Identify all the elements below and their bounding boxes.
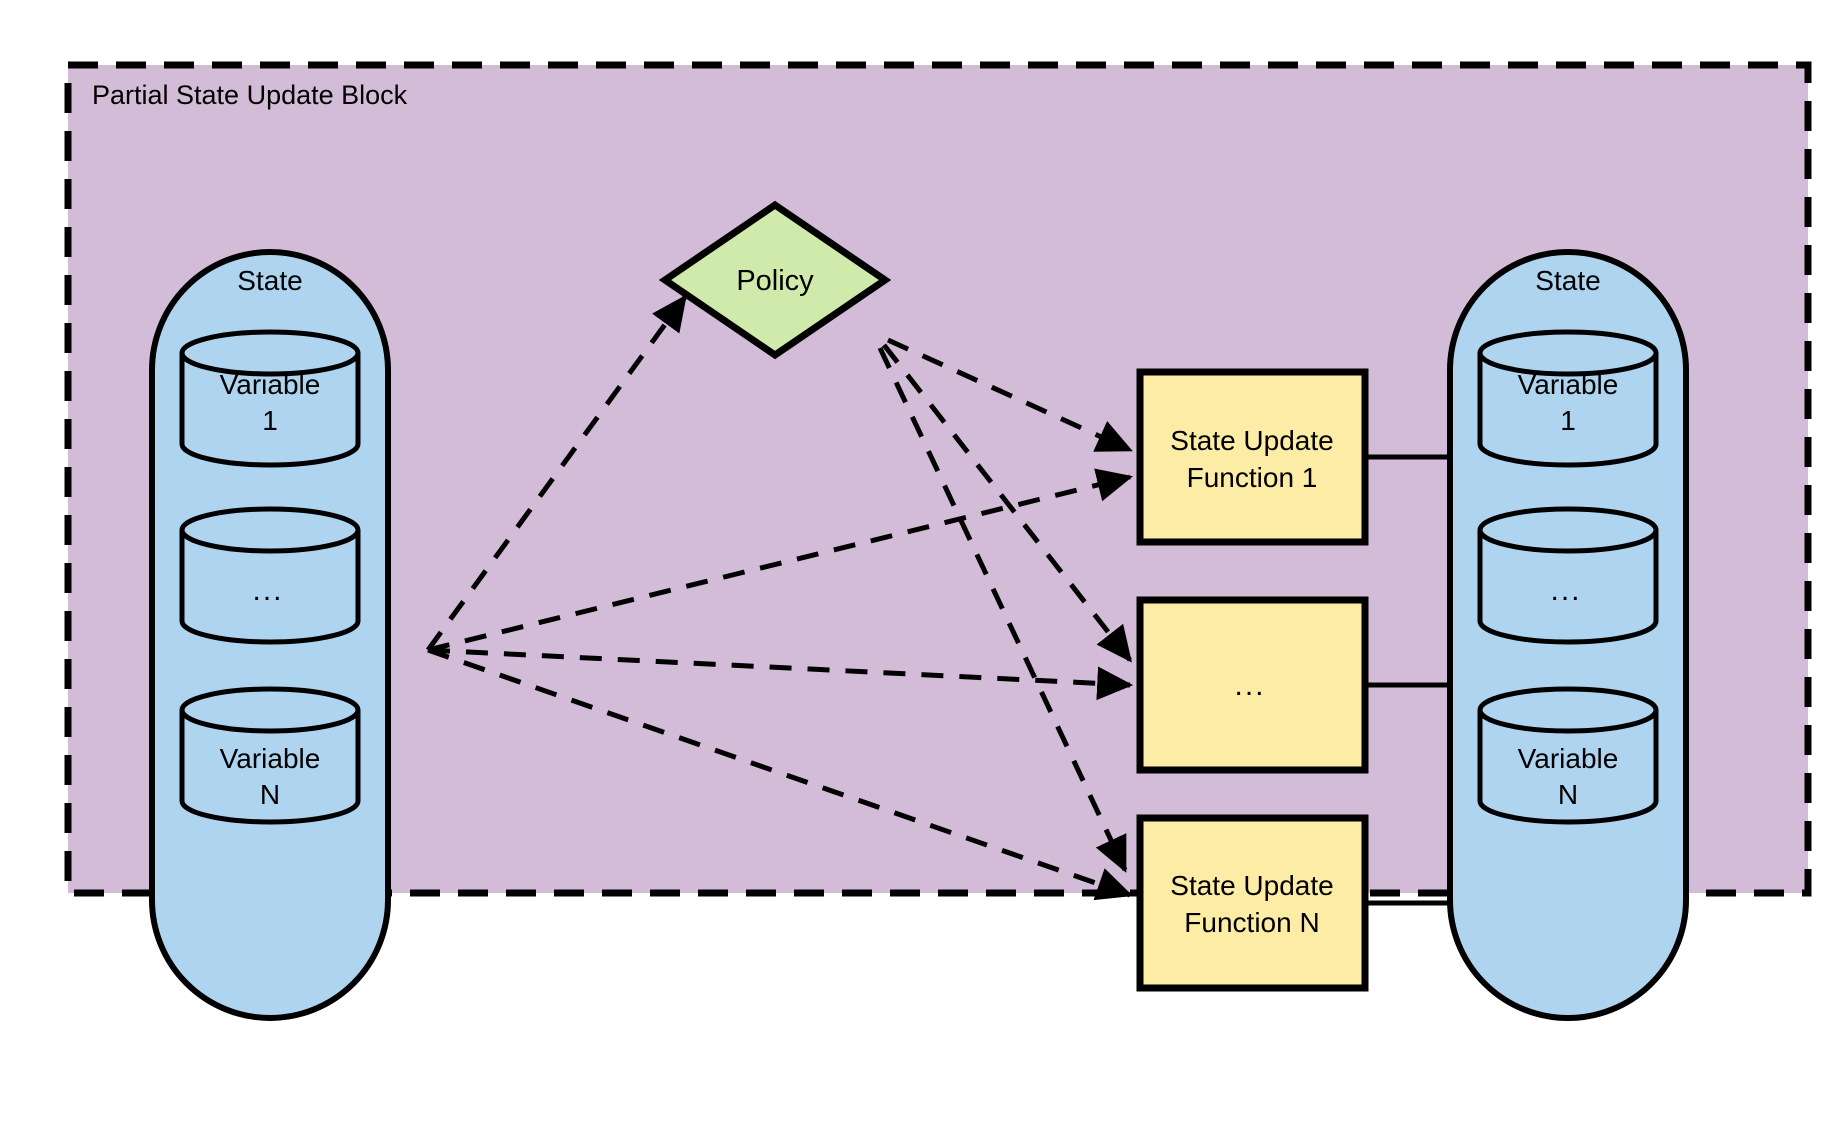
input-variable-mid-line1: ... [252,574,283,607]
state-update-function-mid-line1: ... [1234,669,1265,702]
state-update-function-1: State Update Function 1 [1136,368,1369,546]
edge-state-to-function-mid [427,647,1134,701]
state-update-function-1-line1: State Update [1170,425,1333,456]
output-variable-n-line1: Variable [1518,743,1619,774]
input-variable-n-line1: Variable [220,743,321,774]
state-update-function-n: State Update Function N [1136,814,1369,992]
output-state-container: State Variable 1 ... Variable N [1447,249,1689,1021]
input-variable-n-line2: N [260,779,280,810]
output-variable-1-line2: 1 [1560,405,1576,436]
edge-state-to-function-1 [427,468,1134,653]
edge-state-to-policy [425,294,688,652]
output-variable-1: Variable 1 [1477,329,1659,468]
output-variable-mid: ... [1477,506,1659,645]
input-variable-1-line1: Variable [220,369,321,400]
block-title: Partial State Update Block [92,80,408,110]
input-state-container: State Variable 1 ... Variable N [149,249,391,1021]
input-variable-mid: ... [179,506,361,645]
input-variable-n: Variable N [179,686,361,825]
output-variable-n: Variable N [1477,686,1659,825]
input-state-label: State [237,265,302,296]
state-update-function-1-line2: Function 1 [1187,462,1318,493]
output-variable-n-line2: N [1558,779,1578,810]
edge-policy-to-function-n [877,346,1128,873]
edge-state-to-function-n [427,647,1133,901]
input-variable-1: Variable 1 [179,329,361,468]
output-variable-1-line1: Variable [1518,369,1619,400]
output-variable-mid-line1: ... [1550,574,1581,607]
state-update-function-mid: ... [1136,596,1369,774]
policy-node: Policy [658,200,892,360]
input-variable-1-line2: 1 [262,405,278,436]
edge-policy-to-function-1 [886,337,1133,453]
policy-label: Policy [736,265,814,297]
edge-policy-to-function-mid [882,343,1132,663]
state-update-function-n-line2: Function N [1184,907,1319,938]
state-update-function-n-line1: State Update [1170,870,1333,901]
output-state-label: State [1535,265,1600,296]
